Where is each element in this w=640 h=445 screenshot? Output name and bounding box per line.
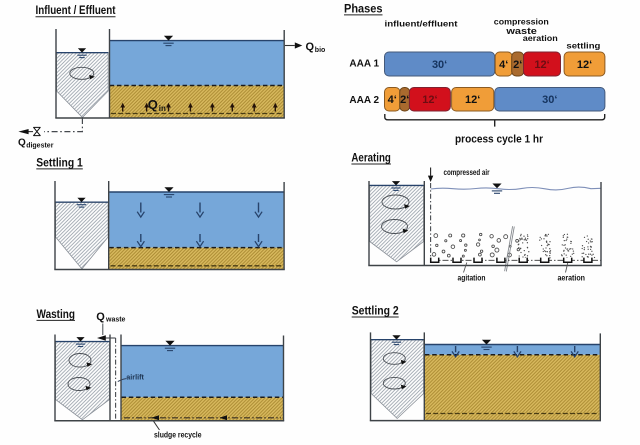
svg-text:4‘: 4‘ xyxy=(499,59,508,71)
svg-text:Q: Q xyxy=(148,97,158,112)
svg-text:12‘: 12‘ xyxy=(465,94,480,106)
svg-text:AAA 2: AAA 2 xyxy=(349,95,379,106)
svg-text:airlift: airlift xyxy=(126,372,144,381)
svg-text:12‘: 12‘ xyxy=(577,59,592,71)
svg-text:AAA 1: AAA 1 xyxy=(349,58,379,69)
svg-text:aeration: aeration xyxy=(523,33,558,43)
svg-text:2‘: 2‘ xyxy=(513,59,522,71)
svg-text:compression: compression xyxy=(494,16,549,26)
svg-text:Q: Q xyxy=(96,311,105,323)
svg-text:30‘: 30‘ xyxy=(542,94,557,106)
svg-text:compressed air: compressed air xyxy=(444,168,490,177)
svg-text:12‘: 12‘ xyxy=(534,59,549,71)
svg-text:influent/effluent: influent/effluent xyxy=(385,18,458,28)
svg-text:Settling 2: Settling 2 xyxy=(352,305,399,317)
svg-text:Q: Q xyxy=(18,137,26,148)
svg-text:Phases: Phases xyxy=(344,3,383,15)
svg-text:digester: digester xyxy=(26,142,54,149)
svg-text:bio: bio xyxy=(315,47,326,54)
svg-text:settling: settling xyxy=(566,40,600,50)
svg-text:waste: waste xyxy=(505,26,537,37)
svg-text:Settling 1: Settling 1 xyxy=(36,157,83,169)
svg-text:12‘: 12‘ xyxy=(422,94,437,106)
svg-text:Influent / Effluent: Influent / Effluent xyxy=(36,5,116,17)
svg-text:aeration: aeration xyxy=(558,274,586,283)
svg-text:2‘: 2‘ xyxy=(400,94,409,106)
svg-text:in: in xyxy=(159,104,166,113)
svg-text:sludge recycle: sludge recycle xyxy=(154,430,202,440)
svg-text:30‘: 30‘ xyxy=(432,59,447,71)
svg-text:4‘: 4‘ xyxy=(388,94,397,106)
svg-text:Q: Q xyxy=(306,41,315,53)
svg-text:process cycle 1 hr: process cycle 1 hr xyxy=(455,134,544,146)
svg-text:agitation: agitation xyxy=(458,274,486,283)
svg-text:Aerating: Aerating xyxy=(351,152,391,164)
svg-text:Wasting: Wasting xyxy=(37,309,76,321)
svg-text:waste: waste xyxy=(105,316,126,323)
